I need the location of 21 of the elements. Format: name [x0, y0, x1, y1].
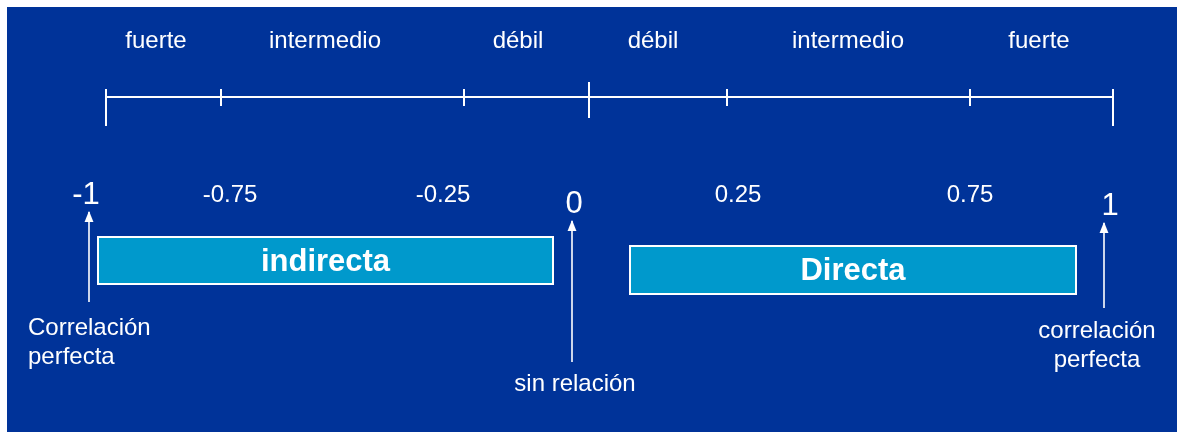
- scale-value: 0.75: [946, 180, 994, 208]
- scale-value: -0.75: [202, 180, 258, 208]
- scale-value: 1: [1101, 187, 1119, 223]
- category-bar: Directa: [629, 245, 1077, 295]
- category-bar: indirecta: [97, 236, 554, 285]
- arrow: [1099, 221, 1109, 309]
- annotation-text: correlación perfecta: [1037, 315, 1157, 373]
- range-label: débil: [492, 26, 544, 54]
- range-label: fuerte: [125, 26, 187, 54]
- range-label: fuerte: [1008, 26, 1070, 54]
- annotation-text: Correlación perfecta: [28, 312, 152, 370]
- scale-value: -1: [72, 176, 100, 212]
- scale-value: 0: [565, 185, 583, 221]
- range-label: débil: [627, 26, 679, 54]
- arrow: [84, 210, 94, 303]
- range-label: intermedio: [268, 26, 382, 54]
- annotation-text: sin relación: [514, 367, 636, 397]
- range-label: intermedio: [791, 26, 905, 54]
- scale-value: 0.25: [714, 180, 762, 208]
- arrow: [567, 219, 577, 363]
- scale-value: -0.25: [415, 180, 471, 208]
